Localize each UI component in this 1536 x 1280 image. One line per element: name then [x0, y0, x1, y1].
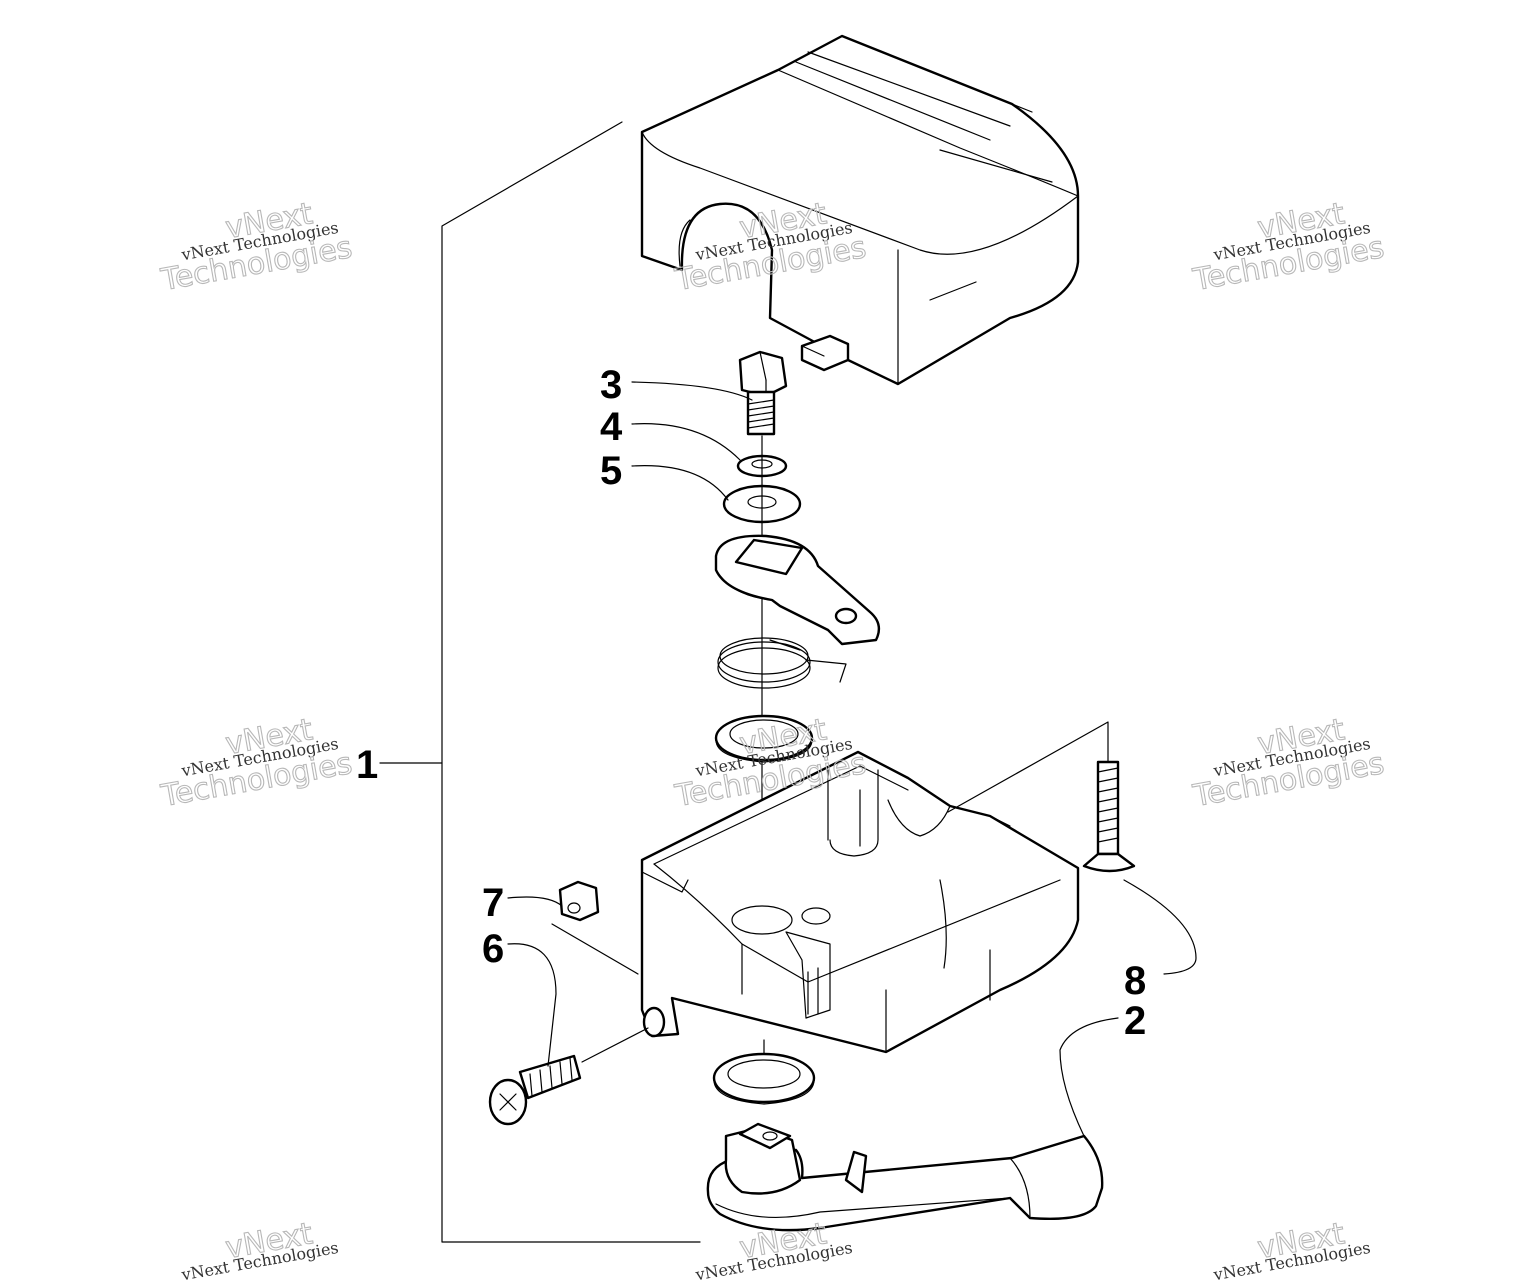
callout-1: 1 [356, 743, 378, 787]
watermark-tile: vNext vNext Technologies Technologies [157, 196, 355, 299]
callout-labels: 1 2 3 4 5 6 7 8 [356, 363, 1146, 1043]
throttle-lever [706, 1017, 1119, 1232]
upper-housing-cover [640, 34, 1080, 386]
lower-housing [640, 750, 1080, 1054]
callout-3: 3 [600, 363, 622, 407]
watermark-tile: vNext vNext Technologies [179, 1216, 340, 1280]
callout-4: 4 [600, 405, 623, 449]
watermark-tile: vNext vNext Technologies Technologies [1189, 712, 1387, 815]
cam-lever [714, 534, 881, 646]
assembly-bracket [379, 121, 701, 1243]
watermark-tile: vNext vNext Technologies Technologies [671, 196, 869, 299]
hex-nut [551, 880, 639, 975]
callout-8: 8 [1124, 959, 1146, 1003]
pan-head-screw [488, 1027, 649, 1126]
watermark-tile: vNext vNext Technologies [1211, 1216, 1372, 1280]
upper-bushing [714, 714, 814, 763]
callout-5: 5 [600, 449, 622, 493]
callout-6: 6 [482, 927, 504, 971]
watermark-tile: vNext vNext Technologies Technologies [1189, 196, 1387, 299]
hex-bolt [738, 350, 788, 436]
countersunk-screw [947, 721, 1197, 975]
leader-lines [507, 381, 753, 1067]
callout-2: 2 [1124, 999, 1146, 1043]
torsion-spring [717, 637, 847, 689]
lower-bushing [712, 1039, 816, 1105]
watermark-tile: vNext vNext Technologies Technologies [157, 712, 355, 815]
callout-7: 7 [482, 881, 504, 925]
